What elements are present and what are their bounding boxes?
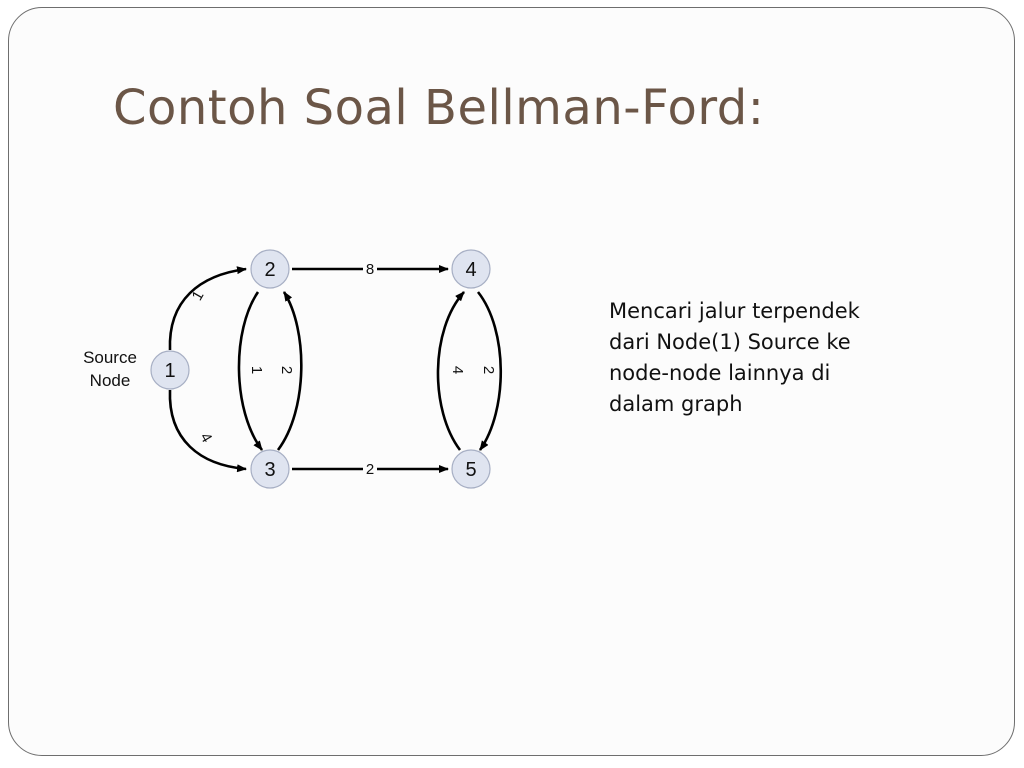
node-4: 4 xyxy=(451,249,491,289)
node-1-label: 1 xyxy=(164,360,175,382)
edge-2-to-3 xyxy=(237,291,264,451)
node-2-label: 2 xyxy=(264,259,275,281)
weight-2-backing xyxy=(363,461,377,477)
edge-2-3-weight: 1 xyxy=(248,366,265,374)
edge-1-to-2 xyxy=(168,266,247,351)
node-5-label: 5 xyxy=(465,459,476,481)
edge-5-to-4 xyxy=(436,291,465,451)
description-line-3: node-node lainnya di xyxy=(609,361,831,385)
description-text: Mencari jalur terpendek dari Node(1) Sou… xyxy=(609,296,929,420)
source-node-label-line-2: Node xyxy=(90,371,131,390)
weight-8-backing xyxy=(363,261,377,277)
description-line-2: dari Node(1) Source ke xyxy=(609,330,851,354)
edge-4-5-weight: 2 xyxy=(480,366,497,374)
edge-3-2-weight: 2 xyxy=(278,366,295,374)
edge-1-to-3 xyxy=(168,389,247,473)
node-4-label: 4 xyxy=(465,259,476,281)
edge-3-to-2 xyxy=(276,291,303,451)
node-3-label: 3 xyxy=(264,459,275,481)
node-1: 1 xyxy=(150,350,190,390)
description-line-4: dalam graph xyxy=(609,392,743,416)
node-2: 2 xyxy=(250,249,290,289)
edge-1-2-weight: 1 xyxy=(189,288,208,304)
node-5: 5 xyxy=(451,449,491,489)
edge-5-4-weight: 4 xyxy=(449,366,466,374)
edge-3-5-weight: 2 xyxy=(366,461,374,478)
edge-2-4-weight: 8 xyxy=(366,261,374,278)
source-node-label-line-1: Source xyxy=(83,348,137,367)
description-line-1: Mencari jalur terpendek xyxy=(609,299,860,323)
edge-1-3-weight: 4 xyxy=(196,430,215,446)
edge-4-to-5 xyxy=(476,291,503,451)
node-3: 3 xyxy=(250,449,290,489)
slide-title: Contoh Soal Bellman-Ford: xyxy=(113,80,765,136)
